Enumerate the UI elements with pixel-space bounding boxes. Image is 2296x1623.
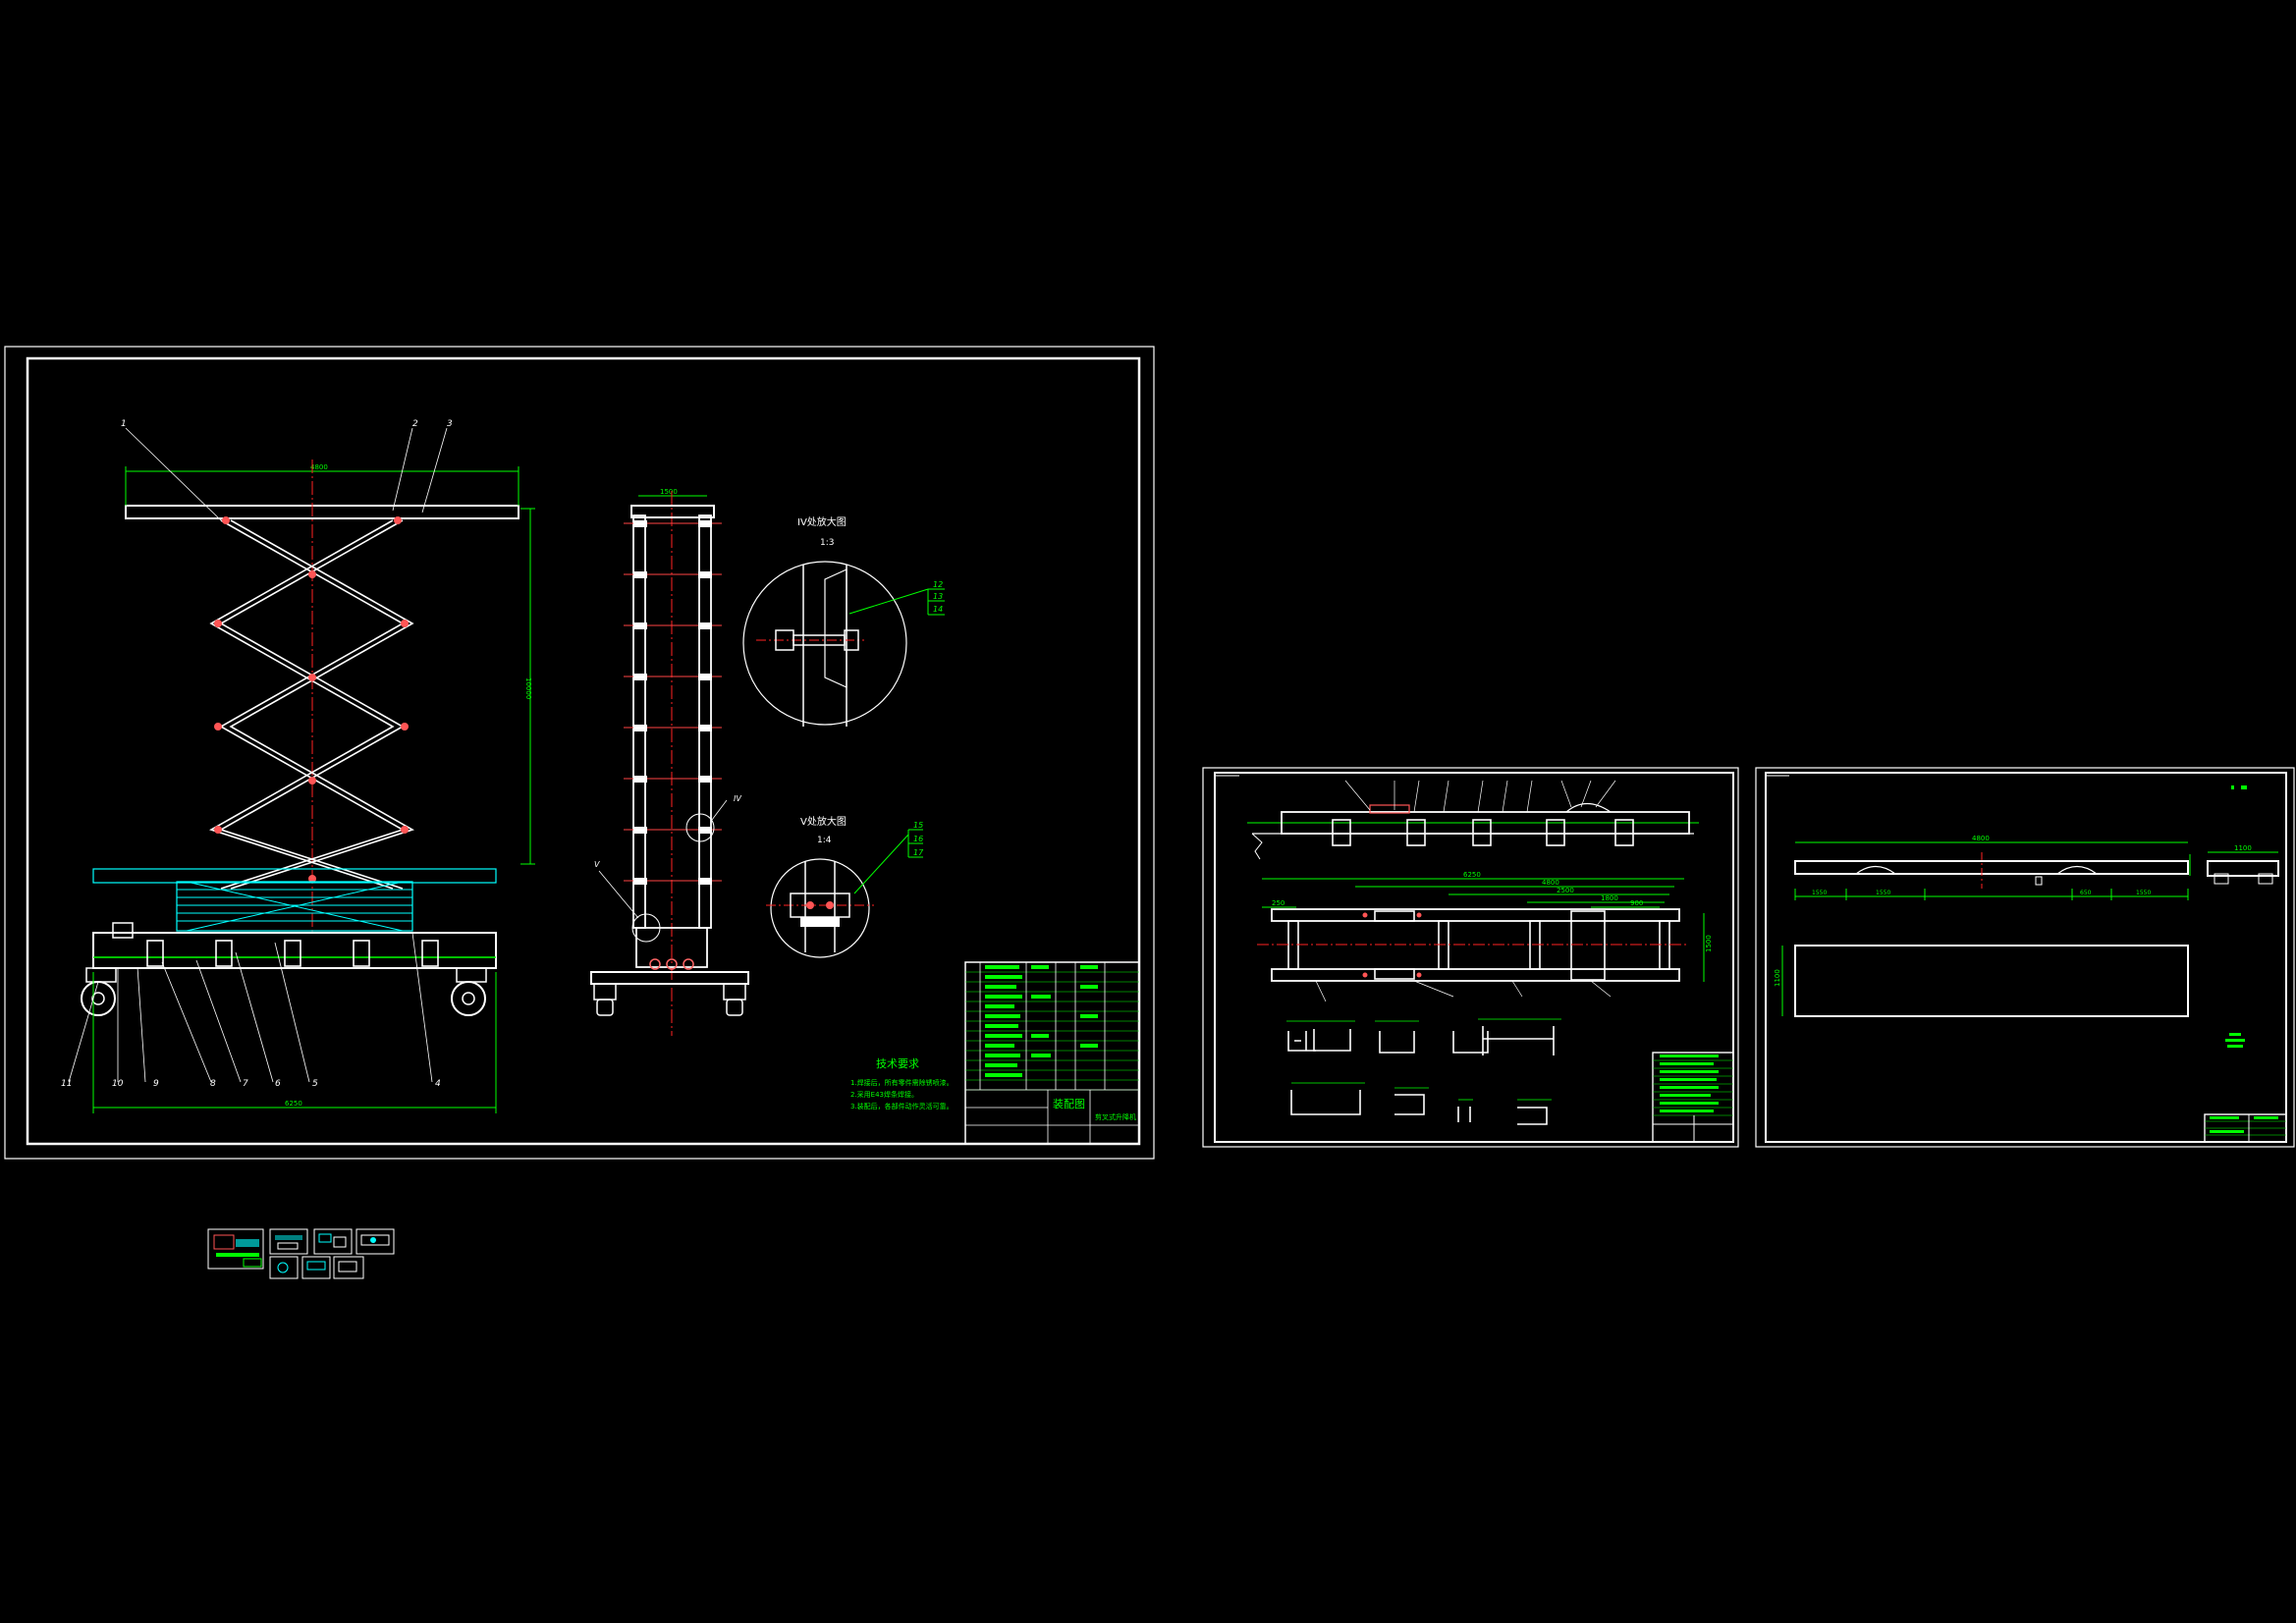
title-block-sheet-1: 装配图 剪叉式升降机 bbox=[964, 961, 1140, 1145]
side-view: 1500 bbox=[590, 488, 749, 1036]
tech-title: 技术要求 bbox=[876, 1057, 919, 1070]
part-label-11: 11 bbox=[61, 1079, 72, 1089]
part-label-1: 1 bbox=[121, 419, 127, 429]
part-number-labels: 1 2 3 4 5 6 7 8 9 10 11 bbox=[61, 419, 453, 1089]
sheet2-dim-d1: 4800 bbox=[1542, 879, 1559, 887]
detail-v-label-17: 17 bbox=[913, 848, 924, 857]
sheet-1-inner-border bbox=[26, 356, 1141, 1146]
sheet-2-inner-border bbox=[1214, 772, 1734, 1143]
part-label-2: 2 bbox=[412, 419, 418, 429]
thumbnail-7[interactable] bbox=[333, 1256, 364, 1279]
sheet2-dim-d2: 2500 bbox=[1557, 887, 1574, 894]
sheet-3-end-view: 1100 bbox=[2207, 785, 2279, 885]
tech-line-1: 1.焊接后，所有零件需除锈喷漆。 bbox=[850, 1078, 954, 1087]
sheet-2-plan: 6250 4800 2500 1800 900 250 1500 bbox=[1257, 871, 1713, 1002]
part-label-5: 5 bbox=[312, 1079, 318, 1089]
marker-v: V bbox=[594, 860, 600, 869]
base-blocks bbox=[146, 940, 439, 967]
sheet3-dim-side: 1100 bbox=[2234, 844, 2252, 852]
sheet-3-platform-drawing[interactable]: 4800 1550 1550 650 1550 1100 bbox=[1755, 767, 2295, 1148]
sheet-1-outer-border bbox=[4, 346, 1155, 1160]
sheet3-dim-length: 4800 bbox=[1972, 835, 1990, 842]
leader-lines bbox=[68, 427, 448, 1083]
part-label-9: 9 bbox=[153, 1079, 159, 1089]
sheet3-dim-sub3: 650 bbox=[2080, 890, 2092, 896]
part-label-10: 10 bbox=[112, 1079, 124, 1089]
tech-line-2: 2.采用E43焊条焊接。 bbox=[850, 1090, 918, 1099]
part-label-4: 4 bbox=[435, 1079, 441, 1089]
sheet-2-profiles bbox=[1287, 1026, 1555, 1125]
title-block-sheet-3 bbox=[2204, 1113, 2287, 1143]
casters bbox=[81, 967, 487, 1016]
sheet-3-elevation: 4800 1550 1550 650 1550 bbox=[1794, 835, 2191, 900]
dim-base-width: 6250 bbox=[285, 1100, 302, 1108]
base-frame bbox=[92, 932, 497, 969]
dim-side-width: 1500 bbox=[660, 488, 678, 496]
thumbnail-5[interactable] bbox=[269, 1256, 299, 1279]
sheet3-dim-sub4: 1550 bbox=[2136, 890, 2151, 896]
thumbnail-4[interactable] bbox=[355, 1228, 395, 1255]
tech-line-3: 3.装配后，各部件动作灵活可靠。 bbox=[850, 1102, 954, 1110]
title-block-sheet-2 bbox=[1652, 1052, 1734, 1143]
detail-v-label-15: 15 bbox=[913, 821, 923, 830]
sheet-3-inner-border bbox=[1765, 772, 2287, 1143]
top-platform bbox=[125, 505, 519, 519]
sheet-thumbnails[interactable] bbox=[207, 1228, 395, 1279]
sheet-1-assembly[interactable]: 4800 10000 bbox=[4, 346, 1155, 1160]
technical-requirements: 技术要求 1.焊接后，所有零件需除锈喷漆。 2.采用E43焊条焊接。 3.装配后… bbox=[850, 1057, 954, 1110]
thumbnail-6[interactable] bbox=[301, 1256, 331, 1279]
title-block-drawing: 剪叉式升降机 bbox=[1095, 1112, 1136, 1121]
detail-v-label-16: 16 bbox=[913, 835, 923, 843]
sheet-3-plan: 1100 bbox=[1774, 945, 2245, 1048]
detail-iv-scale: 1:3 bbox=[820, 538, 834, 548]
sheet3-dim-height: 1100 bbox=[1774, 969, 1781, 987]
detail-v: V处放大图 1:4 15 16 17 bbox=[766, 815, 924, 958]
dim-height: 10000 bbox=[524, 677, 532, 699]
title-block-name: 装配图 bbox=[1053, 1098, 1085, 1110]
sheet-2-outer-border bbox=[1202, 767, 1739, 1148]
part-label-6: 6 bbox=[275, 1079, 281, 1089]
detail-iv-label-13: 13 bbox=[933, 592, 943, 601]
part-label-8: 8 bbox=[210, 1079, 216, 1089]
thumbnail-3[interactable] bbox=[313, 1228, 353, 1255]
sheet-2-elevation bbox=[1247, 780, 1699, 860]
hydraulic-cylinder bbox=[92, 868, 497, 932]
detail-iv-label-14: 14 bbox=[933, 605, 943, 614]
sheet-3-outer-border bbox=[1755, 767, 2295, 1148]
detail-iv-title: IV处放大图 bbox=[797, 515, 847, 528]
dim-top-width: 4800 bbox=[310, 463, 328, 471]
sheet2-dim-height: 1500 bbox=[1705, 935, 1713, 952]
thumbnail-2[interactable] bbox=[269, 1228, 308, 1255]
marker-iv: IV bbox=[734, 794, 741, 803]
detail-iv: IV处放大图 1:3 12 13 14 bbox=[742, 515, 945, 727]
sheet2-dim-total: 6250 bbox=[1463, 871, 1481, 879]
detail-v-title: V处放大图 bbox=[800, 815, 847, 828]
sheet3-dim-sub2: 1550 bbox=[1876, 890, 1890, 896]
scissor-pins bbox=[214, 516, 409, 883]
sheet-2-frame-drawing[interactable]: 6250 4800 2500 1800 900 250 1500 bbox=[1202, 767, 1739, 1148]
sheet2-dim-d3: 1800 bbox=[1601, 894, 1618, 902]
part-label-3: 3 bbox=[447, 419, 453, 429]
sheet3-dim-sub1: 1550 bbox=[1812, 890, 1827, 896]
part-label-7: 7 bbox=[243, 1079, 248, 1089]
sheet2-dim-d5: 250 bbox=[1272, 899, 1285, 907]
front-view: 4800 10000 bbox=[68, 427, 535, 1113]
thumbnail-1[interactable] bbox=[207, 1228, 264, 1270]
detail-iv-label-12: 12 bbox=[933, 580, 943, 589]
detail-v-scale: 1:4 bbox=[817, 836, 832, 845]
sheet2-dim-d4: 900 bbox=[1630, 899, 1643, 907]
